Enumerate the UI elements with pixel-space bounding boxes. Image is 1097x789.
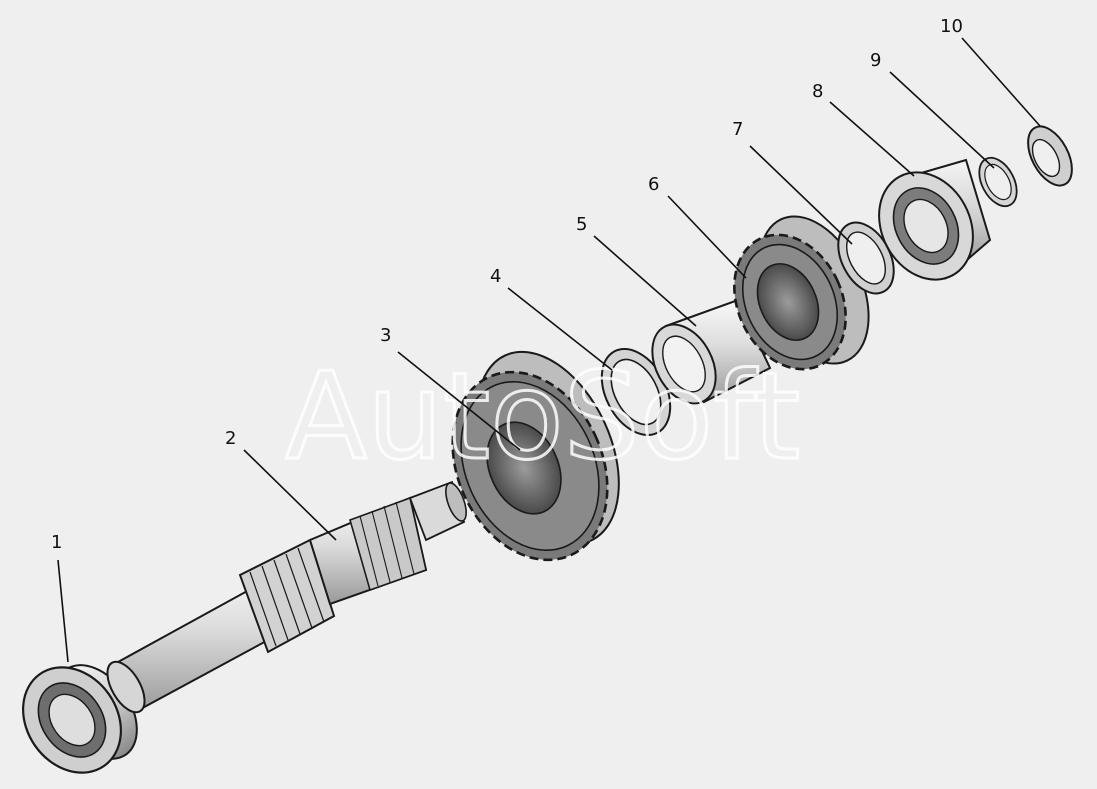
part-4-washer <box>600 348 672 436</box>
callout-3: 3 <box>380 325 391 346</box>
callout-5: 5 <box>576 214 587 235</box>
callout-9: 9 <box>870 50 881 71</box>
callout-labels: 1 2 3 4 5 6 7 8 9 10 <box>51 16 963 553</box>
callout-7: 7 <box>732 119 743 140</box>
part-7-ring <box>837 221 895 295</box>
part-8-roller-bearing <box>878 158 992 281</box>
part-2-shaft <box>106 480 467 714</box>
leader-lines <box>57 37 1041 663</box>
leader-3 <box>397 351 521 451</box>
part-9-tab-washer <box>978 156 1018 208</box>
watermark-text: AutoSoft <box>285 348 800 487</box>
leader-9 <box>889 71 995 169</box>
callout-10: 10 <box>940 16 963 37</box>
leader-8 <box>829 101 915 177</box>
leader-6 <box>667 195 747 279</box>
leader-1 <box>57 559 69 663</box>
leader-5 <box>593 235 697 327</box>
leader-4 <box>507 287 613 371</box>
part-3-large-gear <box>451 350 620 562</box>
callout-2: 2 <box>225 428 236 449</box>
callout-6: 6 <box>648 174 659 195</box>
leader-2 <box>243 449 337 541</box>
callout-1: 1 <box>51 532 62 553</box>
part-10-nut <box>1027 125 1073 187</box>
leader-10 <box>961 37 1041 127</box>
callout-8: 8 <box>812 81 823 102</box>
leader-7 <box>749 145 853 245</box>
callout-4: 4 <box>490 266 501 287</box>
